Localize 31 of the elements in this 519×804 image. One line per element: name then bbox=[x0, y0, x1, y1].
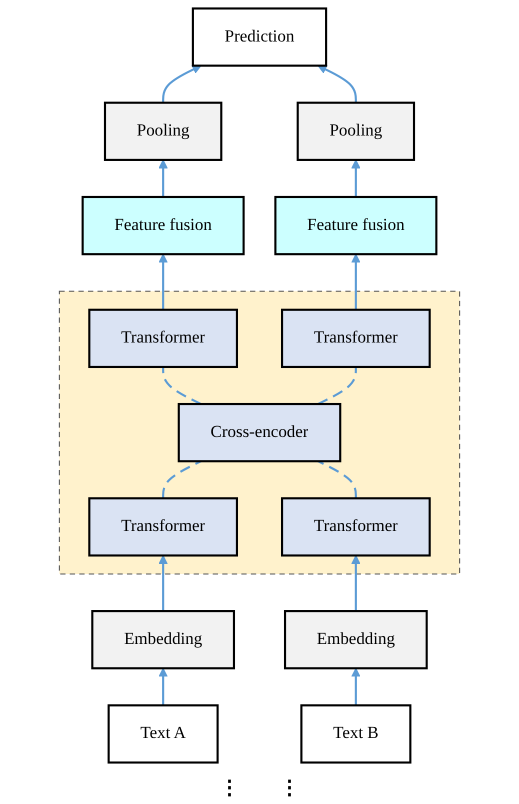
connector bbox=[162, 366, 202, 405]
vertical-ellipsis: ⋮ bbox=[280, 776, 300, 800]
node-box: Feature fusion bbox=[82, 196, 245, 256]
node-box: Pooling bbox=[296, 102, 416, 161]
node-box: Embedding bbox=[284, 610, 428, 670]
node-box: Text B bbox=[300, 704, 412, 764]
arrow bbox=[351, 668, 361, 706]
node-box: Feature fusion bbox=[274, 196, 438, 256]
node-box: Embedding bbox=[91, 610, 236, 670]
arrow bbox=[351, 254, 361, 310]
vertical-ellipsis: ⋮ bbox=[220, 776, 240, 800]
arrow bbox=[351, 555, 361, 612]
arrow bbox=[158, 555, 168, 612]
cluster bbox=[58, 290, 460, 575]
arrow bbox=[318, 65, 357, 103]
arrow bbox=[158, 254, 168, 310]
arrow bbox=[162, 65, 202, 103]
node-box: Transformer bbox=[280, 308, 431, 368]
node-box: Pooling bbox=[104, 102, 222, 161]
node-box: Transformer bbox=[88, 497, 238, 557]
node-box: Text A bbox=[108, 704, 219, 764]
node-box: Transformer bbox=[88, 308, 238, 368]
connector bbox=[162, 460, 202, 498]
connector bbox=[318, 366, 357, 405]
arrow bbox=[158, 668, 168, 706]
arrow bbox=[158, 160, 168, 197]
arrow bbox=[351, 160, 361, 197]
node-box: Transformer bbox=[280, 497, 431, 557]
connector bbox=[318, 460, 357, 498]
node-box: Prediction bbox=[192, 7, 328, 67]
node-box: Cross-encoder bbox=[178, 402, 342, 462]
